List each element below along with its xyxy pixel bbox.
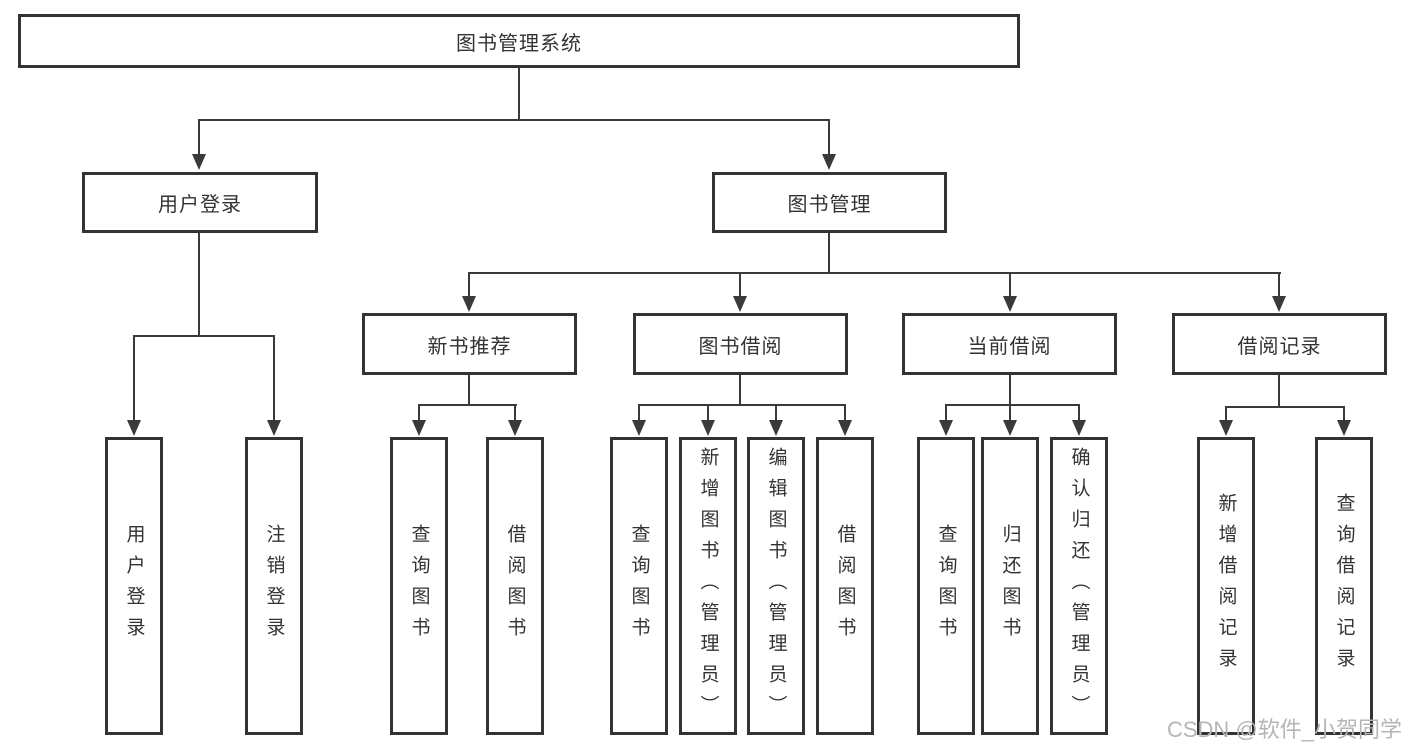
leaf-logout: 注销登录 — [245, 437, 303, 735]
leaf-label: 归还图书 — [999, 524, 1021, 648]
arrowhead-rec-borrow — [508, 420, 522, 436]
connector-stem-bor-add — [707, 404, 709, 422]
connector-stem-leaf-login — [133, 335, 135, 422]
connector-stem-rec-query-record — [1343, 406, 1345, 422]
arrowhead-borrowing — [733, 296, 747, 312]
connector-stem-cur-confirm — [1078, 404, 1080, 422]
leaf-records-query-borrow-record: 查询借阅记录 — [1315, 437, 1373, 735]
arrowhead-user-login — [192, 154, 206, 170]
connector-stem-user-login — [198, 119, 200, 157]
leaf-current-query-books: 查询图书 — [917, 437, 975, 735]
node-user-login: 用户登录 — [82, 172, 318, 233]
leaf-label: 确认归还（管理员） — [1068, 446, 1090, 726]
leaf-current-confirm-return-admin: 确认归还（管理员） — [1050, 437, 1108, 735]
connector-records-stem — [1278, 375, 1280, 408]
leaf-label: 新增借阅记录 — [1215, 493, 1237, 679]
leaf-label: 查询图书 — [935, 524, 957, 648]
leaf-label: 编辑图书（管理员） — [765, 446, 787, 726]
leaf-current-return-books: 归还图书 — [981, 437, 1039, 735]
node-borrowing-records: 借阅记录 — [1172, 313, 1387, 375]
connector-bookmgmt-bus — [468, 272, 1281, 274]
connector-stem-rec-query — [418, 404, 420, 422]
leaf-label: 新增图书（管理员） — [697, 446, 719, 726]
connector-current-bus — [945, 404, 1080, 406]
leaf-label: 注销登录 — [263, 524, 285, 648]
leaf-label: 用户登录 — [123, 524, 145, 648]
leaf-records-add-borrow-record: 新增借阅记录 — [1197, 437, 1255, 735]
leaf-label: 查询图书 — [628, 524, 650, 648]
connector-stem-recommend — [468, 272, 470, 296]
node-label: 当前借阅 — [967, 335, 1052, 358]
connector-stem-cur-return — [1009, 404, 1011, 422]
leaf-recommend-borrow-books: 借阅图书 — [486, 437, 544, 735]
connector-stem-leaf-logout — [273, 335, 275, 422]
connector-root-bus — [198, 119, 830, 121]
node-root-library-system: 图书管理系统 — [18, 14, 1020, 68]
node-label: 借阅记录 — [1237, 335, 1322, 358]
leaf-borrowing-query-books: 查询图书 — [610, 437, 668, 735]
node-book-management: 图书管理 — [712, 172, 947, 233]
connector-recommend-bus — [418, 404, 517, 406]
connector-stem-book-management — [828, 119, 830, 157]
arrowhead-bor-add — [701, 420, 715, 436]
arrowhead-bor-edit — [769, 420, 783, 436]
arrowhead-cur-confirm — [1072, 420, 1086, 436]
node-label: 新书推荐 — [427, 335, 512, 358]
arrowhead-cur-return — [1003, 420, 1017, 436]
arrowhead-rec-query-record — [1337, 420, 1351, 436]
connector-stem-rec-add-record — [1225, 406, 1227, 422]
leaf-recommend-query-books: 查询图书 — [390, 437, 448, 735]
arrowhead-rec-query — [412, 420, 426, 436]
connector-stem-cur-query — [945, 404, 947, 422]
node-label: 图书借阅 — [698, 335, 783, 358]
arrowhead-leaf-logout — [267, 420, 281, 436]
connector-borrowing-stem — [739, 375, 741, 406]
connector-userlogin-stem — [198, 233, 200, 337]
connector-current-stem — [1009, 375, 1011, 406]
connector-userlogin-bus — [133, 335, 275, 337]
connector-stem-bor-borrow — [844, 404, 846, 422]
node-new-book-recommend: 新书推荐 — [362, 313, 577, 375]
arrowhead-bor-query — [632, 420, 646, 436]
connector-root-stem — [518, 68, 520, 120]
arrowhead-cur-query — [939, 420, 953, 436]
connector-records-bus — [1225, 406, 1345, 408]
connector-bookmgmt-stem — [828, 233, 830, 274]
leaf-label: 借阅图书 — [834, 524, 856, 648]
connector-stem-bor-edit — [775, 404, 777, 422]
arrowhead-current — [1003, 296, 1017, 312]
arrowhead-recommend — [462, 296, 476, 312]
connector-stem-records — [1278, 272, 1280, 296]
leaf-label: 查询图书 — [408, 524, 430, 648]
arrowhead-records — [1272, 296, 1286, 312]
connector-recommend-stem — [468, 375, 470, 406]
connector-stem-current — [1009, 272, 1011, 296]
node-book-borrowing: 图书借阅 — [633, 313, 848, 375]
connector-stem-rec-borrow — [514, 404, 516, 422]
arrowhead-bor-borrow — [838, 420, 852, 436]
connector-stem-borrowing — [739, 272, 741, 296]
leaf-label: 借阅图书 — [504, 524, 526, 648]
watermark: CSDN @软件_小贺同学 — [1166, 717, 1402, 742]
leaf-borrowing-add-books-admin: 新增图书（管理员） — [679, 437, 737, 735]
node-current-borrowing: 当前借阅 — [902, 313, 1117, 375]
connector-borrowing-bus — [638, 404, 846, 406]
arrowhead-book-management — [822, 154, 836, 170]
leaf-user-login: 用户登录 — [105, 437, 163, 735]
arrowhead-leaf-login — [127, 420, 141, 436]
leaf-label: 查询借阅记录 — [1333, 493, 1355, 679]
node-label: 用户登录 — [158, 194, 242, 216]
connector-stem-bor-query — [638, 404, 640, 422]
arrowhead-rec-add-record — [1219, 420, 1233, 436]
node-label: 图书管理 — [787, 194, 872, 216]
node-label: 图书管理系统 — [456, 32, 582, 55]
leaf-borrowing-edit-books-admin: 编辑图书（管理员） — [747, 437, 805, 735]
leaf-borrowing-borrow-books: 借阅图书 — [816, 437, 874, 735]
